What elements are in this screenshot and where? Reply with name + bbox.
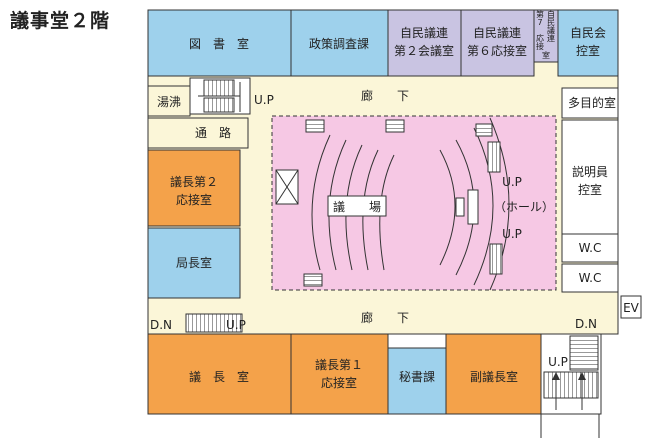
stair-label-up-bottom-left: U.P	[226, 318, 246, 332]
label-gichodai1-line2: 応接室	[321, 375, 357, 390]
label-setsumei-line1: 説明員	[572, 164, 608, 179]
room-gicho[interactable]	[147, 333, 292, 415]
stair-label-up-top: U.P	[254, 93, 274, 107]
label-ev: EV	[623, 301, 640, 315]
label-wc-1: W.C	[579, 241, 602, 255]
label-wc-2: W.C	[579, 271, 602, 285]
label-seisaku: 政策調査課	[309, 36, 369, 51]
label-jimin-7-c7: 接	[536, 41, 544, 51]
room-gichodai2[interactable]	[147, 149, 241, 227]
label-jimin-7-c4: 議	[547, 25, 555, 35]
stair-label-up-right: U.P	[548, 355, 568, 369]
label-gichodai2-line2: 応接室	[176, 192, 212, 207]
label-gijo: 議 場	[333, 200, 381, 214]
stair-label-dn-right: D.N	[575, 317, 597, 331]
label-jimin-6-line1: 自民議連	[473, 26, 521, 40]
label-tsuro: 通 路	[195, 125, 231, 140]
label-jimin-7-c3: 民	[547, 18, 555, 27]
label-fukugicho: 副議長室	[470, 369, 518, 384]
stair-bottom-left	[185, 313, 243, 333]
stair-label-up-hall-2: U.P	[502, 227, 522, 241]
room-jiminkai[interactable]	[557, 9, 619, 77]
label-toshoshitsu: 図 書 室	[189, 36, 249, 51]
label-gichodai1-line1: 議長第１	[315, 358, 363, 372]
label-jimin-7-c0: 第	[536, 9, 544, 19]
label-jimin-7-c5: 連	[547, 33, 555, 43]
label-jimin-2-line2: 第２会議室	[394, 43, 454, 58]
stair-label-dn-left: D.N	[150, 318, 172, 332]
room-jimin-6[interactable]	[460, 9, 535, 77]
label-jiminkai-line1: 自民会	[570, 26, 606, 40]
label-jimin-2-line1: 自民議連	[400, 26, 448, 40]
label-jiminkai-line2: 控室	[576, 43, 600, 58]
label-yuwakashi: 湯沸	[157, 95, 181, 109]
room-yuwakashi[interactable]	[147, 85, 191, 117]
room-setsumei[interactable]	[561, 119, 619, 235]
label-hisho: 秘書課	[399, 369, 435, 384]
room-kyokucho[interactable]	[147, 227, 241, 299]
room-toshoshitsu[interactable]	[147, 9, 292, 77]
corridor-label-top: 廊 下	[361, 88, 409, 103]
label-kyokucho: 局長室	[176, 255, 212, 270]
label-jimin-7-c2: 自	[547, 9, 555, 19]
room-wc-1[interactable]	[561, 233, 619, 263]
room-jimin-2[interactable]	[387, 9, 462, 77]
label-jimin-7-c6: 応	[536, 33, 544, 43]
label-jimin-6-line2: 第６応接室	[467, 43, 527, 58]
passage-tsuro	[147, 117, 249, 149]
corridor-label-bottom: 廊 下	[361, 310, 409, 325]
room-tamokuteki[interactable]	[561, 87, 619, 119]
label-jimin-7-c8: 室	[542, 50, 550, 60]
label-hall: （ホール）	[494, 200, 554, 214]
room-gichodai1[interactable]	[290, 333, 389, 415]
page-title: 議事堂２階	[10, 10, 111, 32]
label-jimin-7-c1: 7	[537, 18, 542, 27]
label-tamokuteki: 多目的室	[568, 95, 616, 110]
label-setsumei-line2: 控室	[578, 182, 602, 197]
elevator[interactable]	[620, 295, 642, 319]
stair-label-up-hall-1: U.P	[502, 175, 522, 189]
label-gicho: 議 長 室	[189, 369, 249, 384]
room-wc-2[interactable]	[561, 263, 619, 293]
label-gichodai2-line1: 議長第２	[170, 175, 218, 189]
